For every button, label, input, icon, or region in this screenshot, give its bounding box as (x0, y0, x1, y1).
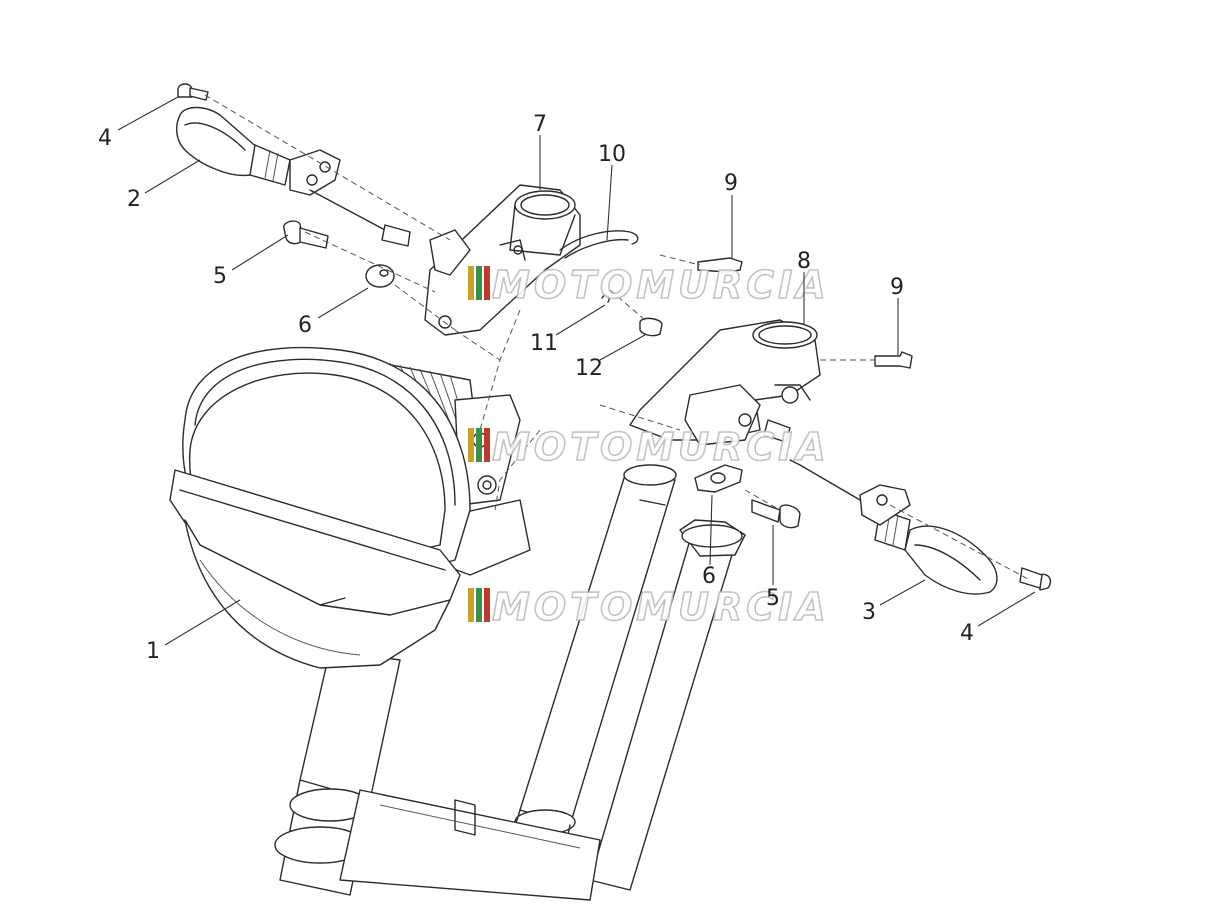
label-7: 7 (533, 112, 547, 137)
watermark-text: MOTOMURCIA (492, 263, 830, 307)
fork-tubes (274, 464, 746, 901)
callout-labels: 4 2 5 6 1 7 10 9 8 9 11 12 6 5 3 4 (98, 112, 974, 664)
watermark-text: MOTOMURCIA (492, 425, 830, 469)
left-turn-signal (176, 106, 411, 247)
label-11: 11 (530, 331, 558, 356)
watermark-1: MOTOMURCIA (468, 262, 830, 308)
right-turn-signal (763, 419, 998, 595)
headlight-assembly (169, 346, 531, 669)
hardware (177, 83, 1052, 591)
label-5: 5 (213, 264, 227, 289)
label-5: 5 (766, 586, 780, 611)
label-9: 9 (890, 275, 904, 300)
left-bracket (424, 184, 581, 336)
label-4: 4 (98, 126, 112, 151)
label-9: 9 (724, 171, 738, 196)
label-6: 6 (702, 564, 716, 589)
assembly-lines (204, 94, 1031, 581)
label-12: 12 (575, 356, 603, 381)
spring-clip (559, 230, 639, 259)
right-bracket (629, 319, 821, 446)
watermark-3: MOTOMURCIA (468, 584, 830, 630)
watermark-text: MOTOMURCIA (492, 585, 830, 629)
label-1: 1 (146, 639, 160, 664)
label-8: 8 (797, 249, 811, 274)
label-6: 6 (298, 313, 312, 338)
label-10: 10 (598, 142, 626, 167)
label-3: 3 (862, 600, 876, 625)
leader-lines (117, 96, 1036, 646)
label-2: 2 (127, 187, 141, 212)
watermark-2: MOTOMURCIA (468, 424, 830, 470)
label-4: 4 (960, 621, 974, 646)
